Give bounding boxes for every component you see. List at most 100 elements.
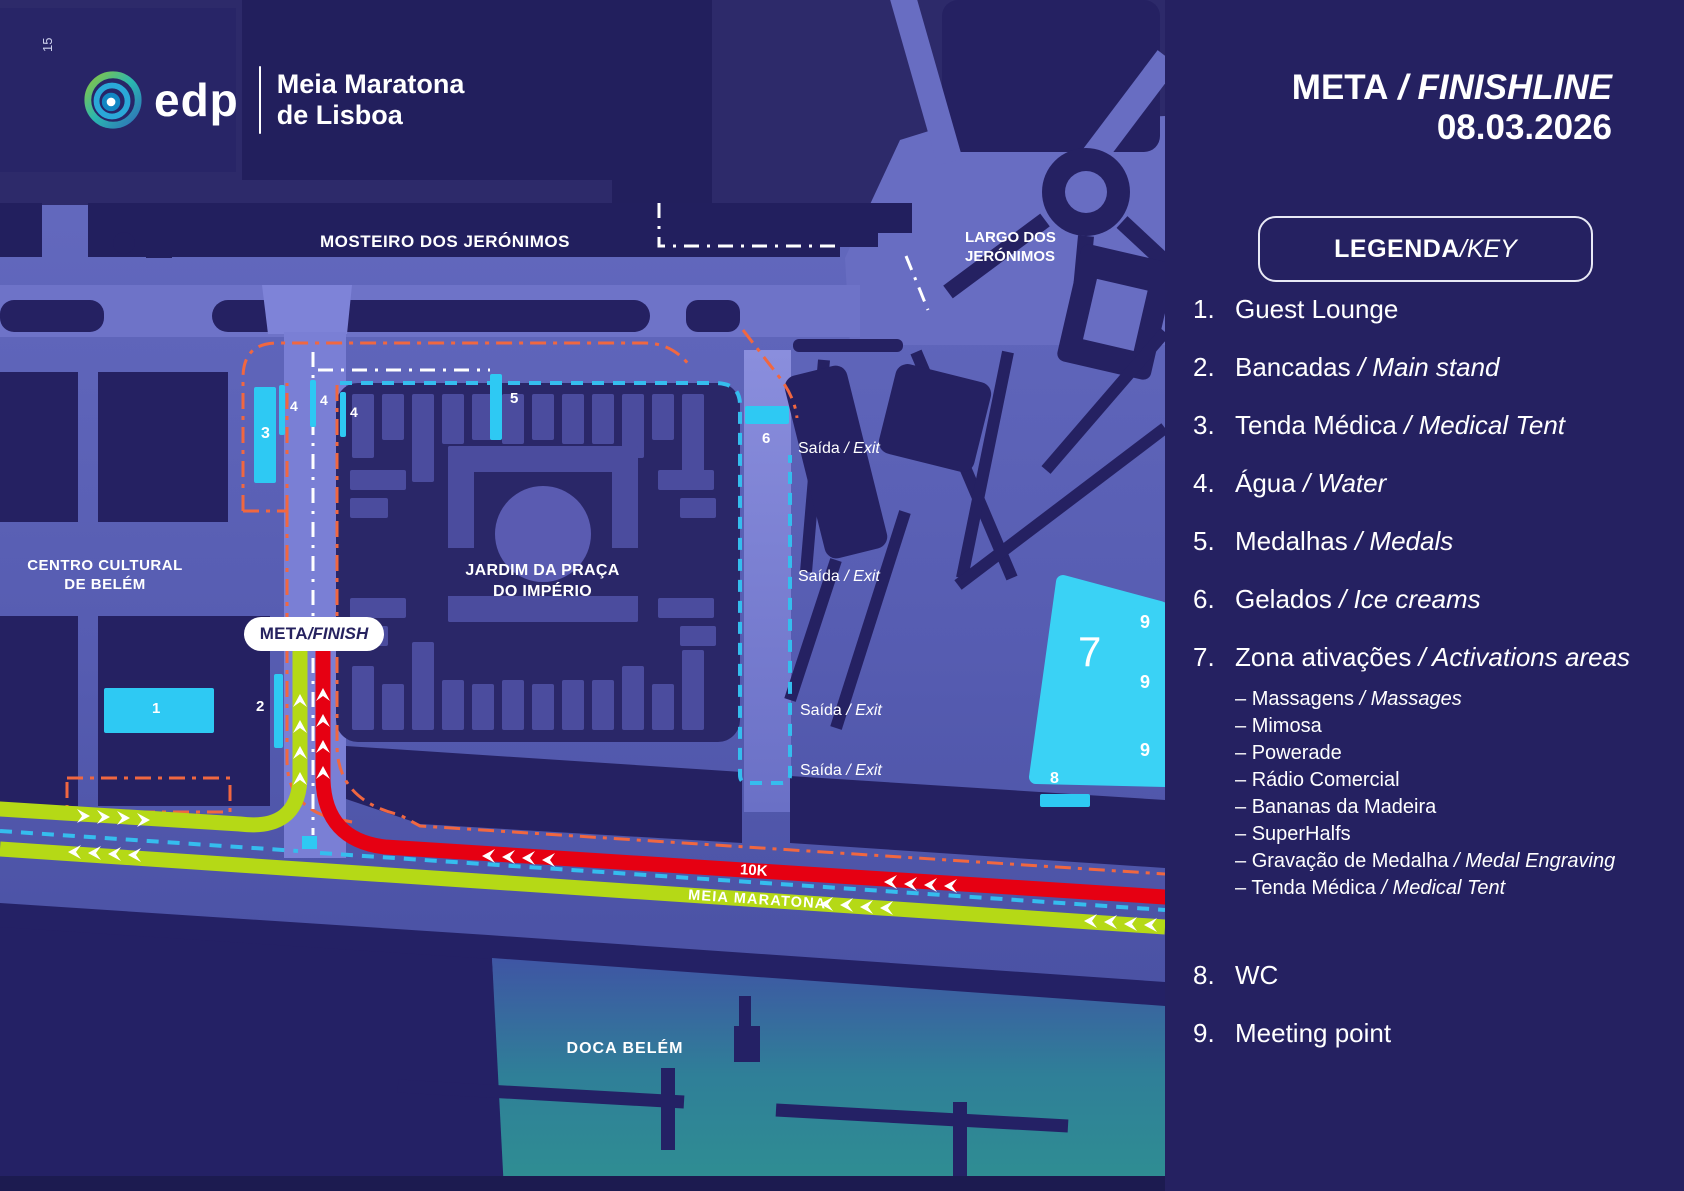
label-jardim-line1: JARDIM DA PRAÇA	[465, 562, 620, 579]
marker-2-label: 2	[256, 698, 265, 715]
exit-pt: Saída	[800, 702, 842, 719]
finish-badge-sep: /	[307, 624, 313, 643]
dash-prefix: –	[1235, 688, 1252, 710]
route-chevron-icon	[904, 877, 917, 891]
route-chevron-icon	[924, 878, 937, 892]
legend-item-pt: Bancadas	[1235, 352, 1351, 382]
legend-subitem: – Powerade	[1235, 740, 1654, 767]
legend-item-number: 5.	[1193, 526, 1215, 556]
route-chevron-icon	[137, 813, 150, 827]
map-canvas: 15 edp Meia Maratona de Lisboa MOSTEIRO …	[0, 0, 1165, 1191]
label-largo-line2: JERÓNIMOS	[965, 248, 1056, 265]
exit-pt: Saída	[798, 568, 840, 585]
legend-subitem-pt: Mimosa	[1251, 715, 1322, 737]
garden-parcel	[472, 684, 494, 730]
marker-4b-label: 4	[320, 392, 328, 408]
legend-subitem-pt: Powerade	[1251, 742, 1342, 764]
legend-item-text: Medalhas / Medals	[1235, 524, 1635, 558]
legend-subitem-en: Massages	[1370, 688, 1462, 710]
legend-subitem-pt: Tenda Médica	[1251, 877, 1376, 899]
garden-parcel	[592, 680, 614, 730]
garden-parcel	[352, 394, 374, 458]
garden-parcel	[412, 394, 434, 482]
legend-item-text: Água / Water	[1235, 466, 1635, 500]
route-chevron-icon	[1084, 914, 1097, 928]
finish-badge-en: FINISH	[312, 624, 369, 643]
garden-parcel	[442, 680, 464, 730]
garden-parcel	[562, 394, 584, 444]
legend-sublist: – Massagens / Massages– Mimosa– Powerade…	[1235, 686, 1654, 902]
brand-header: edp Meia Maratona de Lisboa	[82, 66, 464, 134]
garden-parcel	[652, 684, 674, 730]
marker-5-label: 5	[510, 390, 519, 407]
legend-title-sep: /	[1459, 234, 1467, 263]
route-chevron-icon	[522, 851, 535, 865]
dash-prefix: –	[1235, 769, 1252, 791]
legend-item-6: 6.Gelados / Ice creams	[1193, 582, 1654, 616]
route-chevron-icon	[1104, 915, 1117, 929]
legend-item-sep: /	[1396, 410, 1419, 440]
route-chevron-icon	[316, 766, 330, 779]
garden-parcel	[382, 394, 404, 440]
label-largo-line1: LARGO DOS	[965, 229, 1056, 246]
legend-subitem-sep: /	[1375, 877, 1393, 899]
legend-item-number: 8.	[1193, 960, 1215, 990]
garden-parcel	[412, 642, 434, 730]
marker-4c-water	[340, 392, 346, 437]
garden-parcel	[658, 598, 714, 618]
exit-label-2: Saída / Exit	[798, 568, 880, 586]
legend-title-pt: LEGENDA	[1334, 234, 1460, 263]
legend-item-9: 9.Meeting point	[1193, 1016, 1654, 1050]
sidebar-title-sep: /	[1388, 68, 1418, 107]
marker-4c-label: 4	[350, 404, 358, 420]
legend-subitem: – Bananas da Madeira	[1235, 794, 1654, 821]
exit-sep: /	[839, 440, 854, 457]
label-largo: LARGO DOS JERÓNIMOS	[965, 228, 1056, 266]
route-chevron-icon	[108, 847, 121, 861]
marker-4b-water	[310, 380, 316, 427]
legend-item-2: 2. Bancadas / Main stand	[1193, 350, 1654, 384]
legend-key-header: LEGENDA / KEY	[1258, 216, 1593, 282]
marker-4a-water	[279, 385, 285, 435]
garden-parcel	[682, 394, 704, 474]
sidebar-title: META / FINISHLINE 08.03.2026	[1292, 68, 1612, 148]
marker-1-label: 1	[152, 700, 161, 717]
legend-item-pt: Gelados	[1235, 584, 1332, 614]
legend-item-text: Zona ativações / Activations areas	[1235, 640, 1635, 674]
legend-subitem: – Massagens / Massages	[1235, 686, 1654, 713]
legend-item-en: Medical Tent	[1418, 410, 1566, 440]
legend-item-sep: /	[1350, 352, 1373, 382]
legend-item-number: 6.	[1193, 584, 1215, 614]
marker-6-ice-creams	[745, 406, 789, 424]
page-number: 15	[40, 37, 55, 52]
garden-parcel	[680, 498, 716, 518]
header-divider	[258, 66, 261, 134]
garden-parcel	[502, 680, 524, 730]
legend-item-en: Water	[1317, 468, 1387, 498]
garden-parcel	[652, 394, 674, 440]
legend-item-sep: /	[1411, 642, 1433, 672]
marker-8-wc	[1040, 794, 1090, 807]
route-chevron-icon	[884, 875, 897, 889]
route-chevron-icon	[1144, 918, 1157, 932]
exit-en: Exit	[853, 568, 880, 585]
route-chevron-icon	[97, 810, 110, 824]
legend-item-4: 4.Água / Water	[1193, 466, 1654, 500]
label-mosteiro: MOSTEIRO DOS JERÓNIMOS	[320, 232, 570, 251]
legend-subitem: – SuperHalfs	[1235, 821, 1654, 848]
legend-item-number: 2.	[1193, 352, 1215, 382]
legend-title-en: KEY	[1466, 234, 1517, 263]
garden-parcel	[622, 394, 644, 458]
marker-9c-label: 9	[1140, 740, 1151, 760]
route-chevron-icon	[502, 850, 515, 864]
marker-4a-label: 4	[290, 398, 298, 414]
label-doca: DOCA BELÉM	[566, 1040, 684, 1057]
exit-label-1: Saída / Exit	[798, 440, 880, 458]
legend-item-en: Ice creams	[1353, 584, 1481, 614]
label-jardim: JARDIM DA PRAÇA DO IMPÉRIO	[420, 560, 665, 602]
event-date: 08.03.2026	[1436, 108, 1612, 147]
label-centro: CENTRO CULTURAL DE BELÉM	[10, 556, 200, 594]
marker-8-label-wc: 8	[1050, 770, 1059, 787]
route-chevron-icon	[316, 740, 330, 753]
legend-item-en: Main stand	[1372, 352, 1500, 382]
